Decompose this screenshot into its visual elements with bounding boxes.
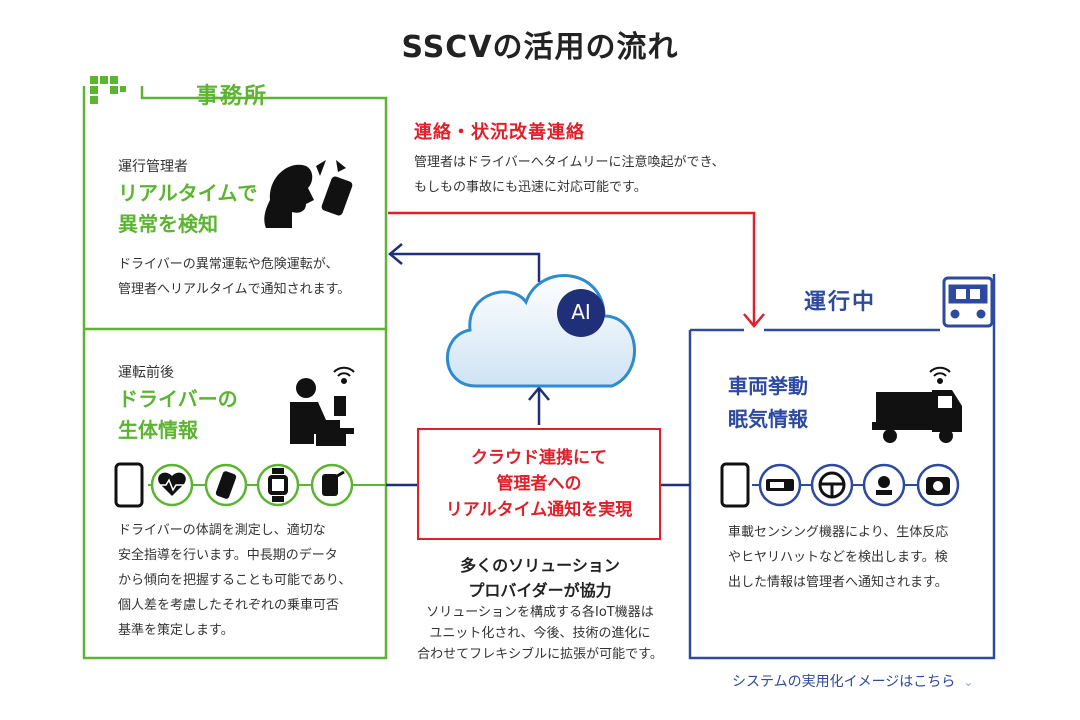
solution-description-line: ユニット化され、今後、技術の進化に (429, 626, 651, 641)
contact-description-line: 管理者はドライバーへタイムリーに注意喚起ができ、 (414, 155, 725, 170)
smartwatch-icon (256, 463, 300, 507)
wearable-icon (204, 463, 248, 507)
steering-wheel-icon (810, 463, 854, 507)
solution-description-line: ソリューションを構成する各IoT機器は (426, 605, 654, 620)
cloud-box-line: リアルタイム通知を実現 (445, 500, 633, 520)
breathalyzer-icon (310, 463, 354, 507)
contact-arrow (388, 211, 765, 328)
driver-monitor-camera-icon (862, 463, 906, 507)
manager-alert-icon (264, 160, 353, 228)
vehicle-heading: 車両挙動 眠気情報 (728, 370, 808, 436)
dashcam-unit-icon (758, 463, 802, 507)
chevron-down-icon: ⌄ (963, 675, 974, 689)
system-image-link-label: システムの実用化イメージはこちら (732, 674, 956, 690)
manager-heading-line: 異常を検知 (118, 212, 218, 236)
driver-heading-line: ドライバーの (118, 387, 238, 411)
driver-heading-line: 生体情報 (118, 418, 198, 442)
contact-heading: 連絡・状況改善連絡 (414, 122, 585, 143)
moving-frame (688, 274, 996, 660)
driver-description-line: から傾向を把握することも可能であり、 (118, 573, 352, 588)
truck-icon (872, 390, 962, 443)
contact-description-line: もしもの事故にも迅速に対応可能です。 (414, 180, 647, 195)
driver-description-line: 安全指導を行います。中長期のデータ (118, 548, 338, 563)
manager-description-line: 管理者へリアルタイムで通知されます。 (118, 282, 351, 297)
heart-rate-icon (150, 463, 194, 507)
vehicle-smartphone-icon (720, 462, 750, 508)
vehicle-description-line: やヒヤリハットなどを検出します。検 (728, 550, 948, 565)
solution-description: ソリューションを構成する各IoT機器は ユニット化され、今後、技術の進化に 合わ… (405, 602, 675, 665)
cloud-box-line: 管理者への (496, 474, 582, 494)
wifi-icon (333, 366, 355, 384)
driver-description-line: 個人差を考慮したそれぞれの乗車可否 (118, 598, 340, 613)
cloud-icon (445, 274, 636, 388)
office-label: 事務所 (196, 84, 269, 109)
system-image-link[interactable]: システムの実用化イメージはこちら ⌄ (732, 671, 973, 691)
manager-heading: リアルタイムで 異常を検知 (118, 178, 257, 240)
truck-wifi-icon (929, 366, 951, 384)
solution-heading: 多くのソリューション プロバイダーが協力 (410, 553, 670, 603)
vehicle-heading-line: 車両挙動 (728, 374, 808, 398)
solution-description-line: 合わせてフレキシブルに拡張が可能です。 (417, 647, 663, 662)
page-title: SSCVの活用の流れ (401, 30, 679, 65)
driver-description-line: ドライバーの体調を測定し、適切な (118, 523, 326, 538)
driver-sub: 運転前後 (118, 365, 174, 381)
bus-icon (942, 276, 994, 328)
solution-heading-line: 多くのソリューション (460, 556, 620, 575)
building-icon (90, 76, 126, 104)
manager-heading-line: リアルタイムで (118, 181, 258, 205)
solution-heading-line: プロバイダーが協力 (468, 581, 612, 600)
ai-label: AI (571, 300, 591, 324)
driver-description: ドライバーの体調を測定し、適切な 安全指導を行います。中長期のデータ から傾向を… (118, 518, 351, 643)
contact-description: 管理者はドライバーへタイムリーに注意喚起ができ、 もしもの事故にも迅速に対応可能… (414, 150, 725, 200)
driver-checkin-icon (290, 378, 354, 446)
manager-description: ドライバーの異常運転や危険運転が、 管理者へリアルタイムで通知されます。 (118, 252, 350, 302)
driver-heading: ドライバーの 生体情報 (118, 384, 238, 446)
vehicle-heading-line: 眠気情報 (728, 407, 808, 431)
camera-icon (916, 463, 960, 507)
manager-description-line: ドライバーの異常運転や危険運転が、 (118, 257, 339, 272)
cloud-box-line: クラウド連携にて (471, 448, 607, 468)
driver-description-line: 基準を策定します。 (118, 623, 234, 638)
manager-sub: 運行管理者 (118, 159, 188, 175)
vehicle-description-line: 出した情報は管理者へ通知されます。 (728, 575, 948, 590)
cloud-integration-box: クラウド連携にて 管理者への リアルタイム通知を実現 (417, 428, 661, 540)
cloud-connectors (386, 243, 690, 487)
vehicle-description-line: 車載センシング機器により、生体反応 (728, 525, 949, 540)
ai-badge (557, 289, 605, 337)
moving-label: 運行中 (804, 290, 877, 315)
vehicle-description: 車載センシング機器により、生体反応 やヒヤリハットなどを検出します。検 出した情… (728, 520, 948, 595)
smartphone-icon (114, 462, 144, 508)
office-frame (82, 86, 388, 660)
